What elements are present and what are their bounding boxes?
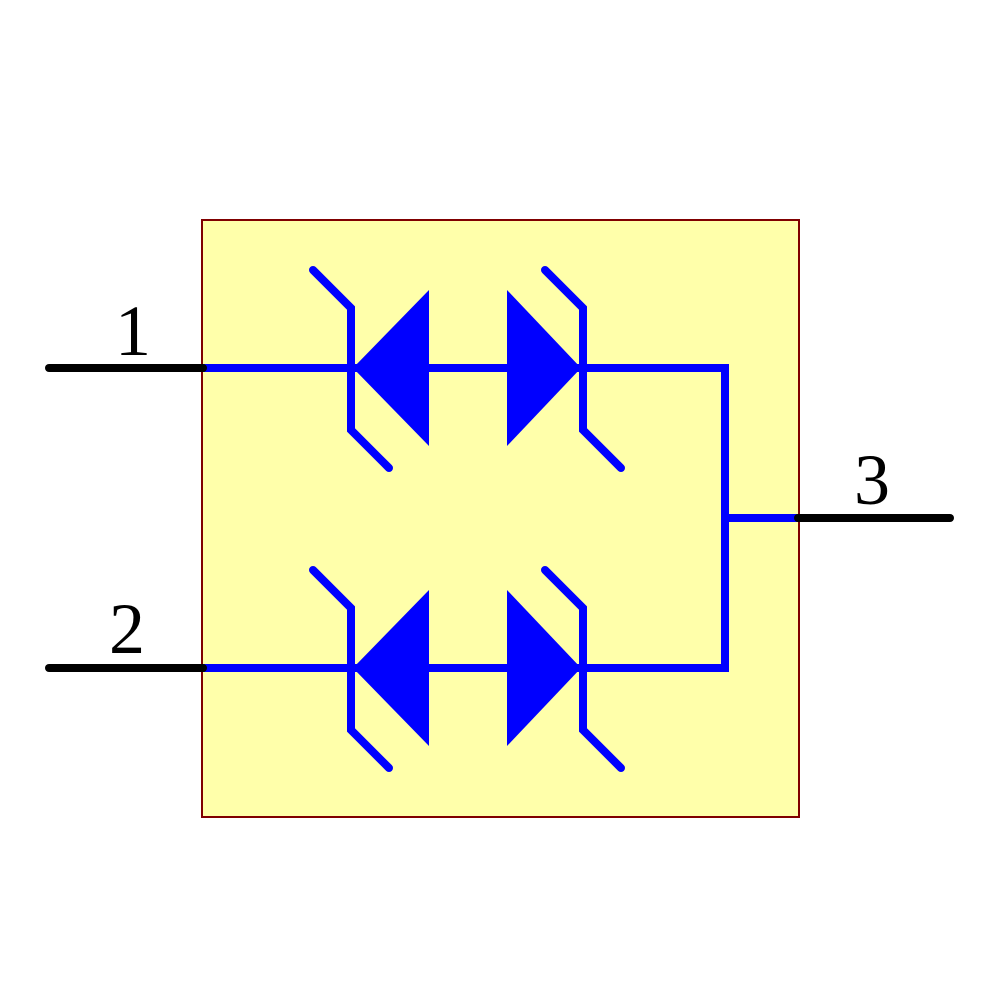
- diode-triangle-top-left: [353, 290, 429, 446]
- pin-3: 3: [794, 440, 954, 522]
- zener-cathode-bar-top-left: [309, 266, 393, 472]
- pin-2: 2: [45, 589, 207, 672]
- diode-triangle-bottom-left: [353, 590, 429, 746]
- pin-2-label: 2: [109, 589, 145, 669]
- pin-1-label: 1: [115, 291, 151, 371]
- component-body[interactable]: [201, 219, 800, 818]
- pin-1: 1: [45, 291, 207, 372]
- internal-wire: [202, 364, 798, 672]
- diode-pair-top: [309, 266, 625, 472]
- zener-cathode-bar-bottom-left: [309, 566, 393, 772]
- diode-triangle-bottom-right: [507, 590, 581, 746]
- zener-cathode-bar-top-right: [541, 266, 625, 472]
- diode-pair-bottom: [309, 566, 625, 772]
- zener-cathode-bar-bottom-right: [541, 566, 625, 772]
- pin-3-label: 3: [854, 440, 890, 520]
- diode-triangle-top-right: [507, 290, 581, 446]
